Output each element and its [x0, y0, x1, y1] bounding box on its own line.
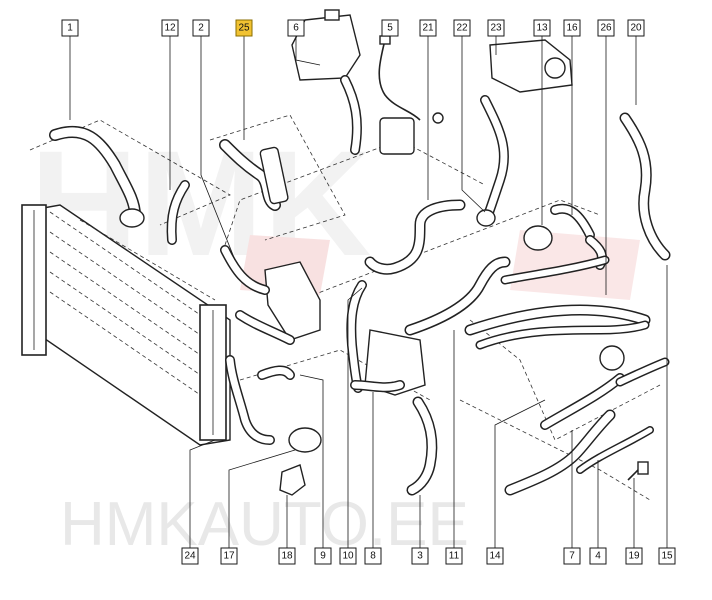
pipe-4 [576, 426, 654, 474]
hose-20 [619, 112, 671, 261]
hose-3 [406, 396, 438, 496]
callout-3-label: 3 [417, 551, 423, 562]
callout-26: 26 [597, 19, 615, 37]
callout-6-label: 6 [293, 23, 299, 34]
hose-24 [225, 355, 275, 445]
callout-11-label: 11 [449, 551, 460, 562]
callout-4-label: 4 [595, 551, 601, 562]
pump-17 [288, 427, 322, 453]
callout-16-label: 16 [566, 23, 578, 34]
callout-21-label: 21 [422, 23, 434, 34]
callout-14-label: 14 [489, 551, 501, 562]
callout-8-label: 8 [370, 551, 376, 562]
callout-18: 18 [278, 547, 296, 565]
callout-19: 19 [625, 547, 643, 565]
callout-4: 4 [589, 547, 607, 565]
callout-10-label: 10 [342, 551, 354, 562]
callout-5: 5 [381, 19, 399, 37]
callout-20: 20 [627, 19, 645, 37]
callout-25-label: 25 [238, 23, 250, 34]
hose-11 [404, 256, 511, 336]
callout-1-label: 1 [67, 23, 73, 34]
callout-15-label: 15 [661, 551, 673, 562]
callout-17: 17 [220, 547, 238, 565]
callout-1: 1 [61, 19, 79, 37]
callout-23-label: 23 [490, 23, 502, 34]
callout-19-label: 19 [628, 551, 640, 562]
callout-3: 3 [411, 547, 429, 565]
manifold-8 [350, 329, 426, 396]
bracket-18 [279, 464, 306, 496]
callout-22: 22 [453, 19, 471, 37]
callout-2-label: 2 [198, 23, 204, 34]
hose-15 [615, 357, 670, 387]
callout-9: 9 [314, 547, 332, 565]
callout-12-label: 12 [164, 23, 176, 34]
callout-13-label: 13 [536, 23, 548, 34]
valve-assembly-14 [540, 345, 625, 430]
callout-8: 8 [364, 547, 382, 565]
sensor-19 [627, 461, 649, 481]
callout-5-label: 5 [387, 23, 393, 34]
callout-20-label: 20 [630, 23, 642, 34]
callout-14: 14 [486, 547, 504, 565]
hose-12-small-bend [166, 180, 190, 245]
callout-16: 16 [563, 19, 581, 37]
expansion-tank-6 [291, 9, 362, 155]
hose-10 [346, 280, 367, 393]
callout-11: 11 [445, 547, 463, 565]
hose-25-highlighted [219, 139, 289, 211]
callout-15: 15 [658, 547, 676, 565]
hose-22 [476, 95, 510, 227]
callout-7-label: 7 [569, 551, 575, 562]
hose-9 [257, 365, 295, 380]
pump-13 [523, 203, 595, 251]
callout-9-label: 9 [320, 551, 326, 562]
hose-21 [364, 199, 466, 275]
callout-17-label: 17 [223, 551, 235, 562]
callout-12: 12 [161, 19, 179, 37]
callout-leaders [69, 36, 668, 548]
callout-23: 23 [487, 19, 505, 37]
callout-24: 24 [181, 547, 199, 565]
radiator [21, 204, 231, 446]
hose-1-top-radiator [49, 125, 145, 228]
callout-25: 25 [235, 19, 253, 37]
watermark-site-text: HMKAUTO.EE [60, 490, 469, 559]
callout-10: 10 [339, 547, 357, 565]
callout-18-label: 18 [281, 551, 293, 562]
callout-2: 2 [192, 19, 210, 37]
callout-22-label: 22 [456, 23, 468, 34]
egr-cooler-23 [489, 39, 573, 93]
callout-6: 6 [287, 19, 305, 37]
callout-7: 7 [563, 547, 581, 565]
hose-26-assembly [464, 255, 651, 350]
sensor-cable-5 [378, 35, 444, 155]
callout-24-label: 24 [184, 551, 196, 562]
thermostat-housing-2 [220, 245, 321, 345]
callout-26-label: 26 [600, 23, 612, 34]
hose-7 [504, 409, 616, 496]
callout-21: 21 [419, 19, 437, 37]
callout-13: 13 [533, 19, 551, 37]
